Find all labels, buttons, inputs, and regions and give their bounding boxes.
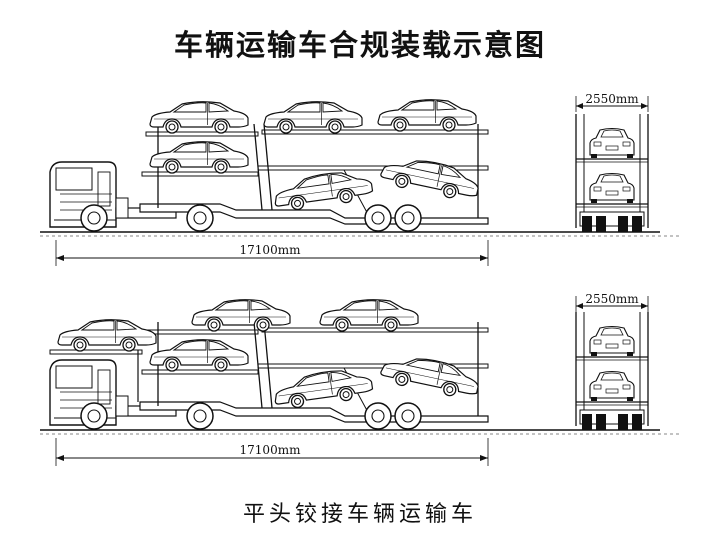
side-view-1 [49, 99, 489, 232]
rear-car-lower-b [589, 370, 635, 402]
length-label-2: 17100mm [240, 443, 302, 457]
car-lower-2b [271, 365, 375, 412]
rear-car-upper-b [589, 325, 635, 357]
width-label-1: 2550mm [585, 92, 639, 106]
rear-car-upper [589, 127, 635, 159]
car-upper-2b [319, 299, 419, 332]
width-label-2: 2550mm [585, 292, 639, 306]
ground-line-2 [40, 429, 682, 435]
car-upper-1b [191, 299, 291, 332]
rear-view-1 [575, 113, 649, 233]
diagram-title: 车辆运输车合规装载示意图 [173, 28, 546, 62]
rear-view-2 [575, 311, 649, 431]
car-upper-2 [263, 101, 363, 134]
length-dimension-2: 17100mm [55, 438, 489, 466]
ground-line-1 [40, 231, 682, 237]
diagram-caption: 平头铰接车辆运输车 [242, 502, 477, 527]
car-lower-2 [271, 167, 375, 214]
rear-car-lower [589, 172, 635, 204]
side-view-2 [49, 299, 489, 430]
car-roof [57, 319, 157, 352]
car-lower-1b [149, 339, 249, 372]
car-lower-3 [378, 151, 483, 204]
car-upper-3 [377, 99, 477, 132]
car-lower-3b [378, 349, 483, 402]
width-dimension-2: 2550mm [575, 292, 649, 312]
length-label-1: 17100mm [240, 243, 302, 257]
length-dimension-1: 17100mm [55, 240, 489, 266]
width-dimension-1: 2550mm [575, 92, 649, 112]
car-upper-1 [149, 101, 249, 134]
car-lower-1 [149, 141, 249, 174]
